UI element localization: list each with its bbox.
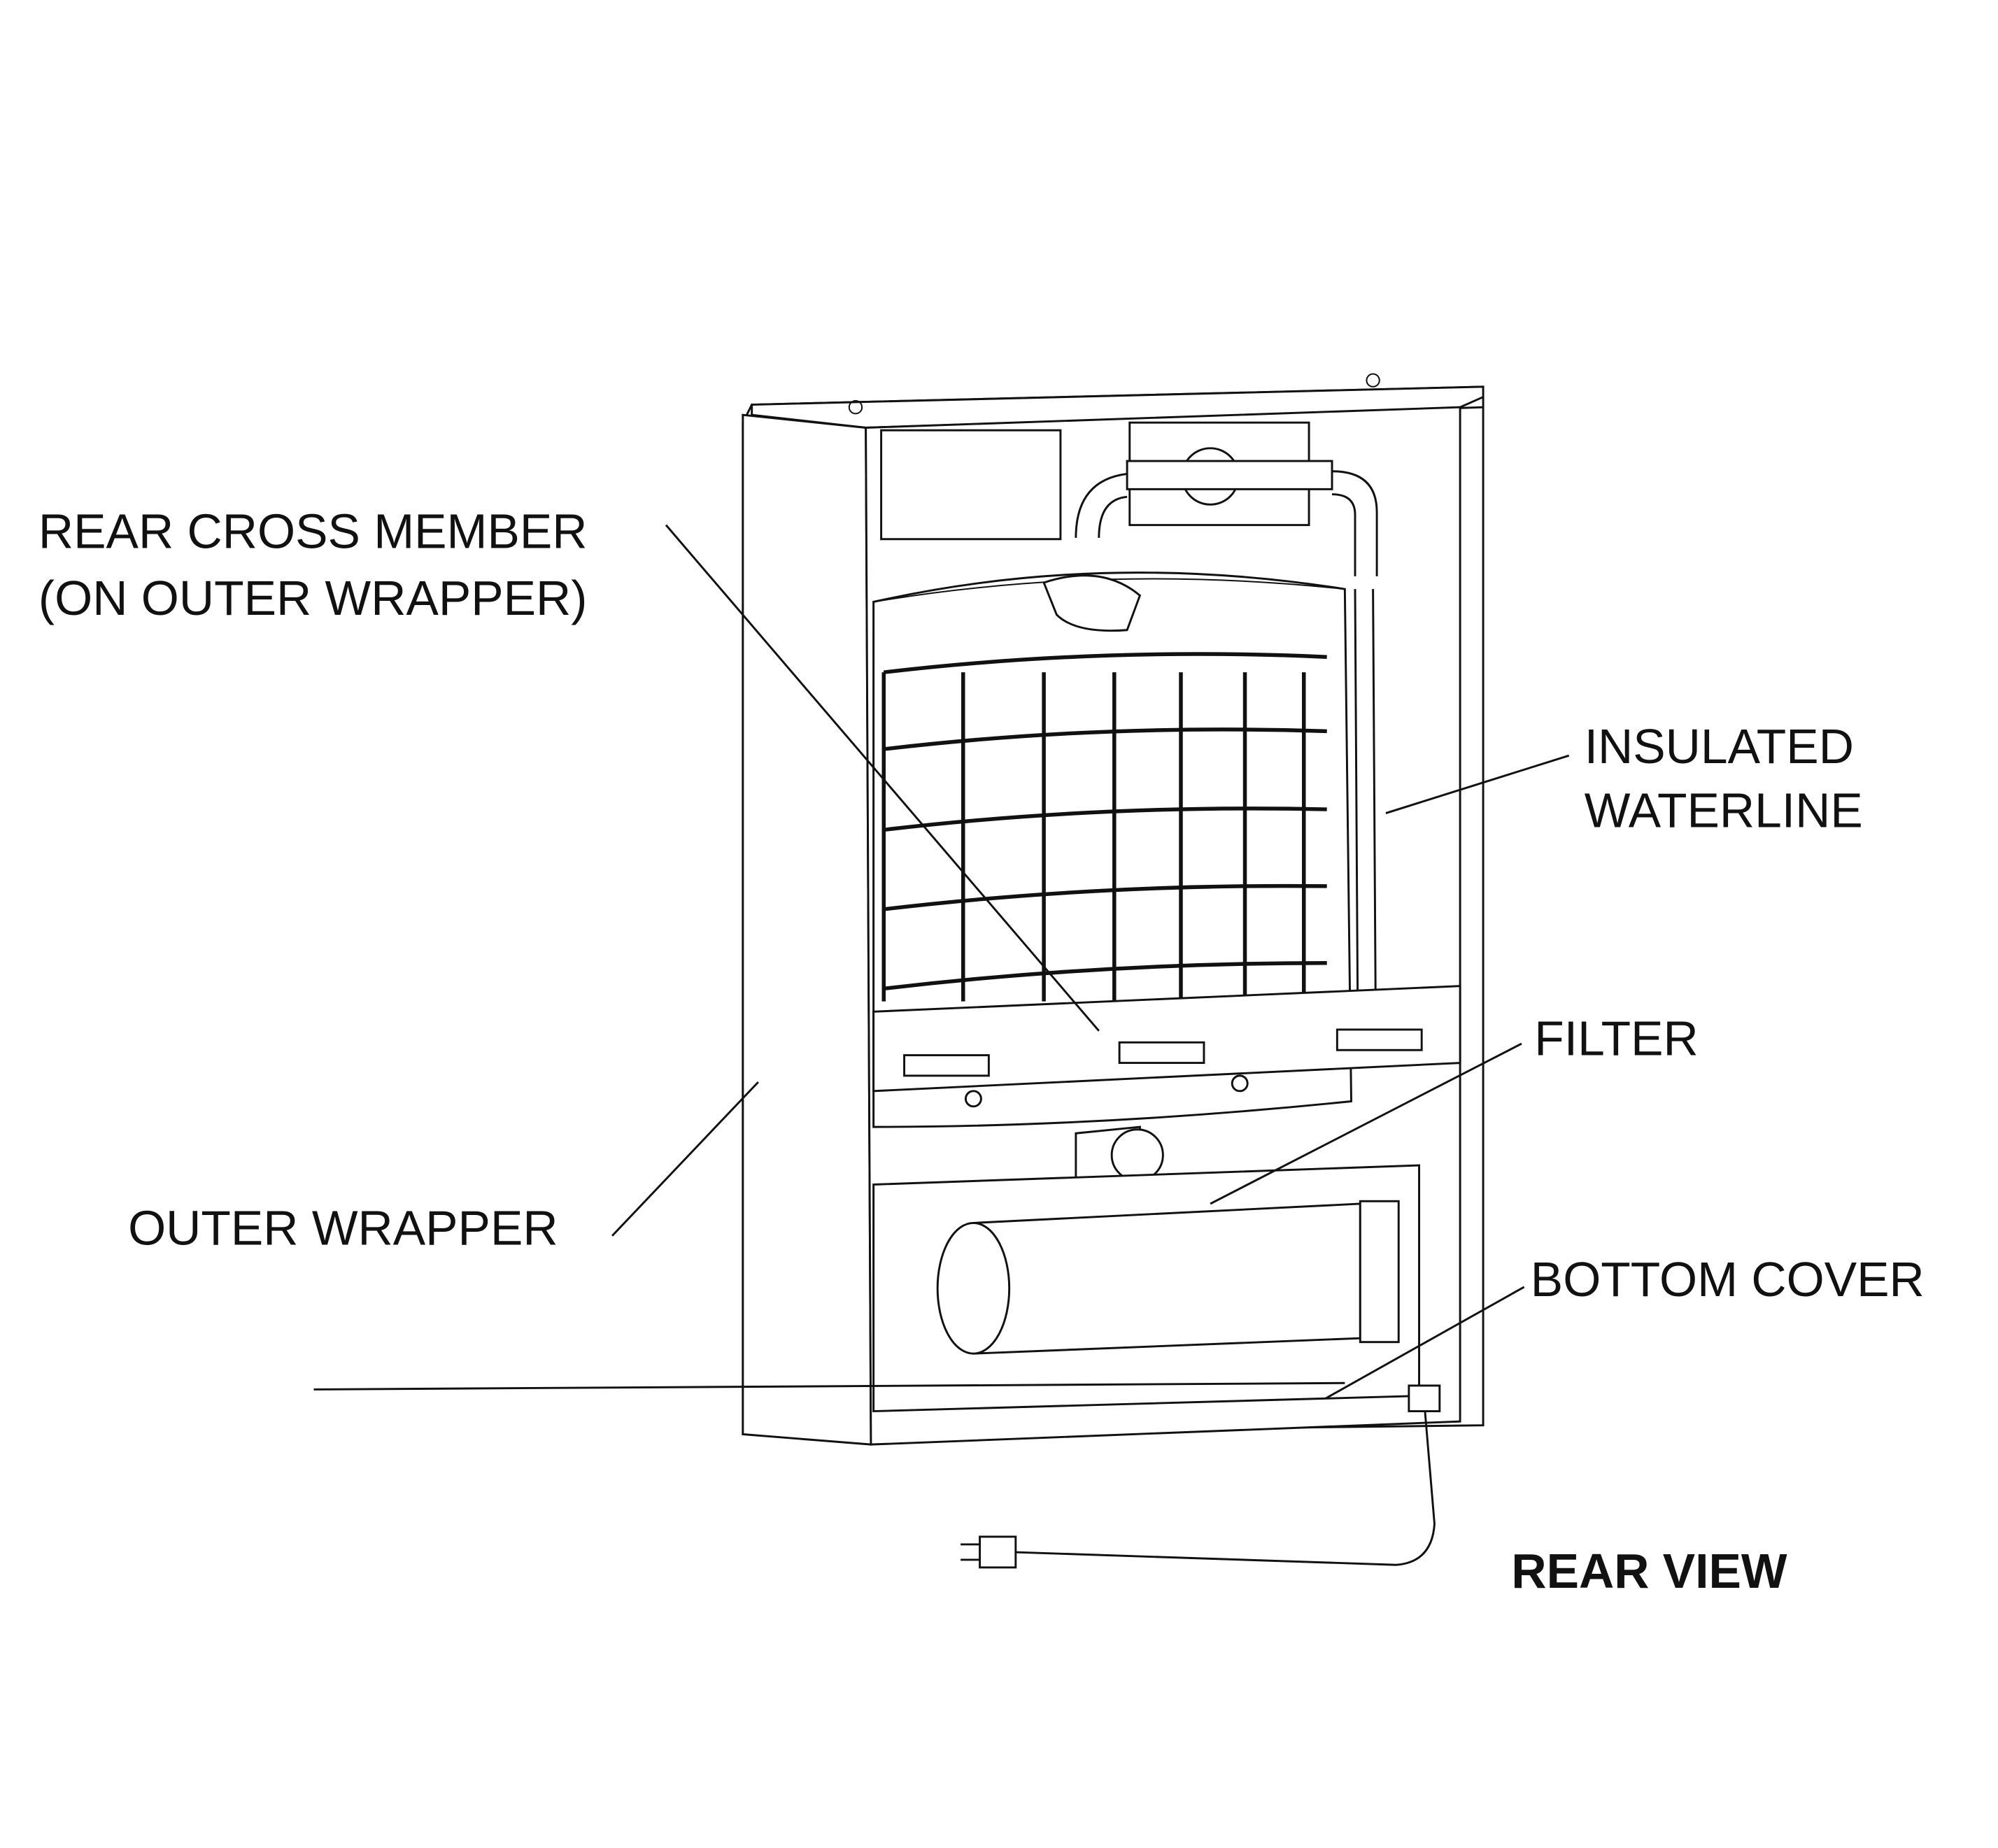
grid-bar: [883, 806, 1327, 832]
grid-bar: [883, 961, 1327, 991]
power-cord: [961, 1384, 1441, 1569]
label-rear-cross-member-2: (ON OUTER WRAPPER): [38, 571, 588, 625]
leader-outer-wrapper: [611, 1081, 759, 1237]
filter-drawing: [936, 1200, 1400, 1355]
tank-grid: [881, 652, 1327, 1002]
grid-bar: [883, 652, 1327, 674]
leader-filter: [1210, 1042, 1522, 1205]
insulated-waterline-drawing: [1354, 589, 1377, 1000]
view-title: REAR VIEW: [1511, 1544, 1787, 1598]
label-insulated-waterline-2: WATERLINE: [1585, 783, 1863, 838]
label-insulated-waterline-1: INSULATED: [1585, 719, 1854, 774]
label-bottom-cover: BOTTOM COVER: [1531, 1252, 1925, 1307]
rear-cross-member-drawing: [872, 985, 1461, 1108]
leader-rear-cross-member: [665, 524, 1100, 1032]
grid-bar: [883, 883, 1327, 911]
leader-bottom-cover: [1325, 1286, 1525, 1400]
leader-insulated-waterline: [1385, 754, 1570, 814]
label-filter: FILTER: [1534, 1011, 1698, 1066]
valve-assembly: [1042, 421, 1378, 632]
control-box: [880, 429, 1062, 541]
label-rear-cross-member-1: REAR CROSS MEMBER: [38, 504, 588, 559]
grid-bar: [883, 727, 1327, 751]
label-outer-wrapper: OUTER WRAPPER: [128, 1201, 558, 1256]
